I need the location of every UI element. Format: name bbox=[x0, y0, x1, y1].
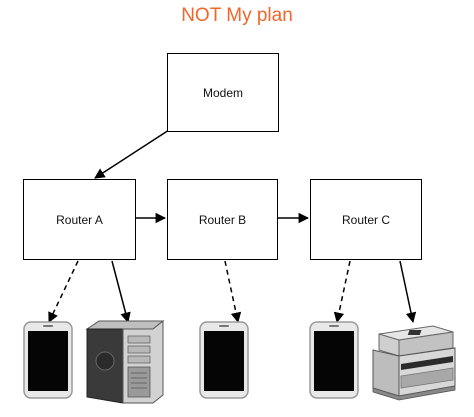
smartphone-icon bbox=[309, 321, 359, 399]
modem-label: Modem bbox=[202, 85, 243, 100]
router-a-box: Router A bbox=[23, 179, 136, 260]
diagram-title: NOT My plan bbox=[181, 5, 293, 26]
router-c-label: Router C bbox=[341, 212, 391, 227]
printer-icon bbox=[372, 325, 456, 401]
router-a-label: Router A bbox=[56, 212, 103, 227]
router-b-label: Router B bbox=[198, 212, 247, 227]
smartphone-icon bbox=[199, 321, 249, 399]
wireless-link-b-phone bbox=[224, 260, 242, 324]
smartphone-icon bbox=[23, 321, 73, 399]
wireless-link-a-phone bbox=[48, 260, 79, 323]
router-b-box: Router B bbox=[167, 179, 278, 260]
wireless-link-c-phone bbox=[333, 260, 351, 324]
router-c-box: Router C bbox=[310, 179, 422, 260]
desktop-tower-icon bbox=[85, 319, 165, 404]
wired-link-c-printer bbox=[399, 260, 417, 324]
modem-box: Modem bbox=[167, 53, 279, 132]
wired-link-a-desktop bbox=[111, 260, 131, 324]
modem-to-router-a-arrow bbox=[94, 129, 170, 179]
